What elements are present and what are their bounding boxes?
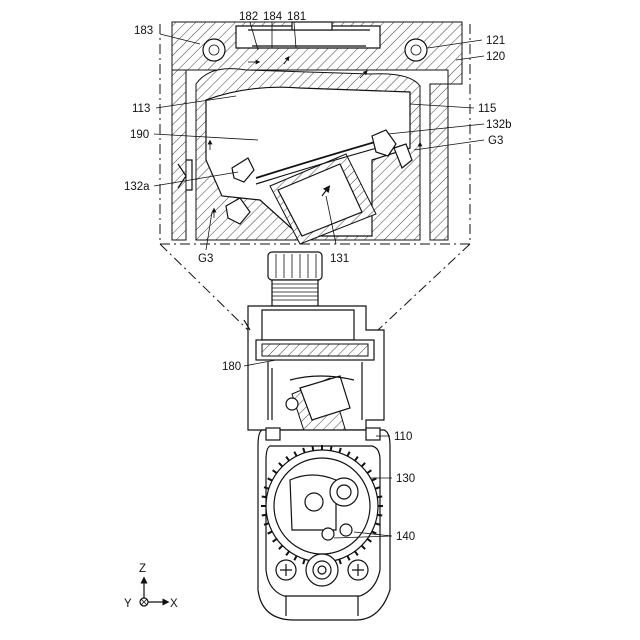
label-120: 120 [486,51,505,63]
label-184: 184 [263,11,283,23]
pin-140a [322,528,334,540]
screw-183 [203,39,225,61]
axis-label-y: Y [124,598,132,610]
label-115: 115 [478,103,496,115]
label-190: 190 [130,129,149,141]
gear-tooth [331,446,332,451]
main-assembly [244,252,390,620]
label-110: 110 [394,431,412,443]
label-140: 140 [396,531,415,543]
pinion [306,554,338,586]
gear-tooth [377,515,382,516]
axis-label-z: Z [139,563,146,575]
label-113: 113 [132,103,150,115]
label-121: 121 [486,35,505,47]
label-132a: 132a [124,181,150,193]
gear-tooth [312,446,313,451]
label-g3-left: G3 [198,253,213,265]
axis-label-x: X [170,598,178,610]
hub [330,478,358,506]
right-wall [430,84,448,240]
pin-140b [340,524,352,536]
left-bracket [186,160,192,190]
label-182: 182 [239,11,258,23]
screw-121 [405,39,427,61]
label-180: 180 [222,361,241,373]
label-183: 183 [134,25,153,37]
label-g3-right: G3 [488,135,503,147]
label-181: 181 [287,11,306,23]
gear-tooth [377,496,382,497]
label-131: 131 [330,253,349,265]
left-wall [172,70,186,240]
axes-indicator: Z Y X [124,563,178,610]
label-132b: 132b [486,119,512,131]
gear-tooth [262,496,267,497]
label-130: 130 [396,473,415,485]
cap-plate [292,22,332,30]
gear-tooth [262,515,267,516]
